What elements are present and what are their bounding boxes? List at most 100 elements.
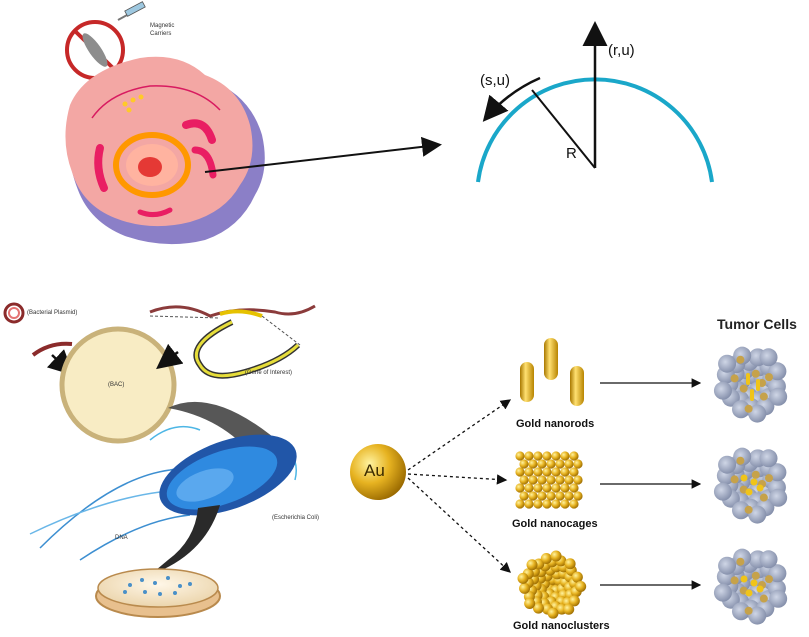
tumor-nucleus bbox=[736, 355, 745, 364]
tumor-cell bbox=[718, 556, 737, 575]
nanocage-sphere bbox=[537, 475, 547, 485]
tumor-cell bbox=[748, 505, 767, 524]
tumor-cell bbox=[731, 602, 750, 621]
nanocage-sphere bbox=[519, 459, 529, 469]
tumor-cell bbox=[731, 501, 750, 520]
nanocage-sphere bbox=[546, 475, 556, 485]
nanocage-sphere bbox=[546, 491, 556, 501]
nanocage-sphere bbox=[555, 459, 565, 469]
tumor-nucleus bbox=[751, 470, 760, 479]
tumor-nucleus bbox=[765, 474, 774, 483]
tumor-gold-particle bbox=[750, 579, 758, 587]
nanocluster-sphere bbox=[517, 572, 529, 584]
tumor-cell bbox=[768, 564, 787, 583]
tumor-nucleus bbox=[744, 404, 753, 413]
nanocage-sphere bbox=[524, 451, 534, 461]
nanocage-sphere bbox=[573, 475, 583, 485]
tumor-nucleus bbox=[736, 456, 745, 465]
tumor-cell bbox=[759, 449, 778, 468]
nanocluster-sphere bbox=[532, 602, 544, 614]
tumor-nucleus bbox=[765, 575, 774, 584]
nanocluster-sphere bbox=[563, 603, 575, 615]
gene-of-interest-label: (Gene of Interest) bbox=[245, 370, 293, 376]
tangent-arrow bbox=[482, 76, 541, 122]
tumor-nucleus bbox=[765, 373, 774, 382]
tumor-cluster-nanorods bbox=[713, 346, 788, 423]
tumor-cluster-nanoclusters bbox=[713, 548, 788, 625]
gold-nanoclusters-image bbox=[517, 550, 587, 619]
tumor-cell bbox=[718, 354, 737, 373]
nanocage-sphere bbox=[515, 499, 525, 509]
tumor-cell bbox=[768, 463, 787, 482]
nanocage-sphere bbox=[542, 467, 552, 477]
tumor-nucleus bbox=[759, 392, 768, 401]
tumor-cell bbox=[731, 400, 750, 419]
nanocage-sphere bbox=[533, 499, 543, 509]
syringe-icon bbox=[117, 1, 146, 21]
membrane-model bbox=[476, 21, 714, 183]
nanocage-sphere bbox=[542, 499, 552, 509]
nanocage-sphere bbox=[524, 483, 534, 493]
nanocage-sphere bbox=[551, 499, 561, 509]
au-to-nanoclusters-arrow bbox=[407, 477, 511, 573]
tumor-cell bbox=[718, 455, 737, 474]
tumor-nucleus bbox=[744, 505, 753, 514]
magnetic-carrier-icon bbox=[65, 20, 125, 80]
magnetic-carriers-label: Magnetic Carriers bbox=[150, 23, 175, 37]
tumor-cells-title: Tumor Cells bbox=[717, 316, 797, 332]
nanocage-sphere bbox=[560, 499, 570, 509]
nanocage-sphere bbox=[564, 459, 574, 469]
tumor-cell bbox=[769, 488, 788, 507]
tumor-cell bbox=[713, 482, 732, 501]
nanocage-sphere bbox=[515, 483, 525, 493]
nanocage-sphere bbox=[573, 491, 583, 501]
au-to-nanorods-arrow bbox=[407, 399, 512, 471]
bac-circle bbox=[59, 326, 177, 444]
coord-ru-label: (r,u) bbox=[608, 42, 635, 59]
tumor-nucleus bbox=[751, 571, 760, 580]
dna-label: DNA bbox=[115, 535, 128, 541]
nanocage-sphere bbox=[542, 483, 552, 493]
radius-line bbox=[531, 89, 596, 169]
nanocluster-sphere bbox=[571, 571, 583, 583]
tumor-cell bbox=[748, 606, 767, 625]
tumor-cell bbox=[769, 387, 788, 406]
gold-nanorods-image bbox=[520, 338, 584, 406]
nanocage-sphere bbox=[551, 451, 561, 461]
tumor-cell bbox=[759, 348, 778, 367]
nanocluster-sphere bbox=[540, 552, 552, 564]
escherichia-coli-label: (Escherichia Coli) bbox=[272, 515, 320, 521]
nanocage-sphere bbox=[569, 467, 579, 477]
gold-nanoclusters-label: Gold nanoclusters bbox=[513, 620, 610, 632]
nanocluster-sphere bbox=[575, 580, 587, 592]
nanocage-sphere bbox=[564, 491, 574, 501]
nanocage-sphere bbox=[528, 491, 538, 501]
nanocage-sphere bbox=[528, 459, 538, 469]
tumor-nucleus bbox=[739, 384, 748, 393]
nanocage-sphere bbox=[569, 483, 579, 493]
cell-to-model-arrow bbox=[204, 136, 442, 173]
tumor-gold-particle bbox=[740, 575, 748, 583]
bacterial-plasmid-icon bbox=[3, 302, 25, 324]
nanocage-sphere bbox=[515, 451, 525, 461]
gold-nanorods-label: Gold nanorods bbox=[516, 418, 595, 430]
tumor-gold-nanorod bbox=[756, 379, 760, 391]
nanocluster-sphere bbox=[568, 595, 580, 607]
nanocage-sphere bbox=[519, 491, 529, 501]
nanocage-sphere bbox=[551, 483, 561, 493]
nanocage-sphere bbox=[555, 491, 565, 501]
tumor-cell bbox=[769, 589, 788, 608]
tumor-nucleus bbox=[759, 493, 768, 502]
nanocage-sphere bbox=[560, 467, 570, 477]
tumor-nucleus bbox=[759, 594, 768, 603]
nanocluster-sphere bbox=[526, 559, 538, 571]
tumor-gold-nanorod bbox=[746, 373, 750, 385]
nanocage-sphere bbox=[533, 483, 543, 493]
au-to-nanocages-arrow bbox=[407, 473, 508, 485]
tumor-gold-nanorod bbox=[750, 389, 754, 401]
e-coli-cell bbox=[29, 425, 297, 561]
nanocage-sphere bbox=[542, 451, 552, 461]
cancer-cell bbox=[65, 56, 265, 245]
nanocage-sphere bbox=[560, 483, 570, 493]
bacterial-plasmid-label: (Bacterial Plasmid) bbox=[27, 310, 78, 316]
